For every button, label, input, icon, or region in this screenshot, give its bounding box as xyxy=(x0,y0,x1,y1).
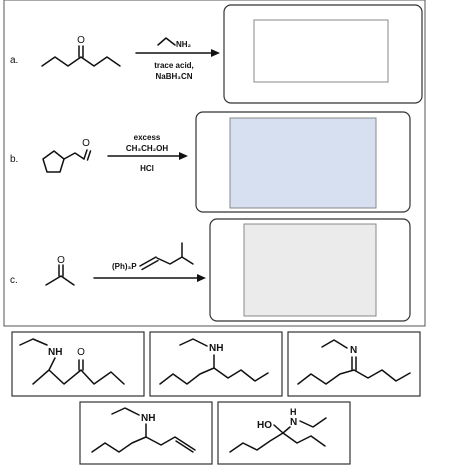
answer-choice-5[interactable]: HO H N xyxy=(217,401,351,465)
reaction-b-drop-inner xyxy=(229,117,377,209)
answer-choice-3[interactable]: N xyxy=(287,331,421,397)
answer-3-n-label: N xyxy=(350,345,357,356)
reaction-c-arrowhead xyxy=(197,274,206,282)
reaction-a-substrate: O xyxy=(41,35,121,67)
reaction-b-oxygen-label: O xyxy=(82,138,90,149)
answer-2-nh-label: NH xyxy=(209,343,223,354)
reaction-a-reagent-line2: NaBH₃CN xyxy=(155,72,192,81)
reaction-b-reagent-line1: excess xyxy=(134,133,161,142)
reaction-c-ylide-label: (Ph)₃P xyxy=(112,262,137,271)
reaction-c-oxygen-label: O xyxy=(57,255,65,266)
reaction-a-oxygen-label: O xyxy=(77,35,85,46)
reaction-a-product-drop-zone[interactable] xyxy=(223,4,423,104)
reaction-a-letter: a. xyxy=(10,55,18,66)
answer-5-h-label: H xyxy=(290,407,297,417)
reaction-b-arrowhead xyxy=(179,152,188,160)
reaction-a-reagent-line1: trace acid, xyxy=(154,61,194,70)
reaction-a-amine-label: NH₂ xyxy=(176,40,192,49)
reaction-b-letter: b. xyxy=(10,154,18,165)
answer-choice-2[interactable]: NH xyxy=(149,331,283,397)
answer-4-nh-label: NH xyxy=(141,413,155,424)
reaction-b-reagents: excess CH₃CH₂OH HCl xyxy=(107,133,188,173)
answer-1-o-label: O xyxy=(77,347,85,358)
reaction-c-drop-inner xyxy=(243,223,377,317)
reaction-b-reagent-line3: HCl xyxy=(140,164,154,173)
answer-5-n-label: N xyxy=(290,417,297,428)
reaction-c-reagents: (Ph)₃P xyxy=(93,242,206,282)
reaction-a-arrowhead xyxy=(211,49,220,57)
reaction-b-product-drop-zone[interactable] xyxy=(195,111,411,213)
reaction-c-product-drop-zone[interactable] xyxy=(209,218,411,322)
answer-choice-4[interactable]: NH xyxy=(79,401,213,465)
reaction-c-letter: c. xyxy=(10,275,18,286)
answer-1-nh-label: NH xyxy=(48,347,62,358)
answer-choice-1[interactable]: NH O xyxy=(11,331,145,397)
reaction-b-reagent-line2: CH₃CH₂OH xyxy=(126,144,169,153)
reaction-a-reagents: NH₂ trace acid, NaBH₃CN xyxy=(135,37,220,81)
reaction-a-drop-inner xyxy=(253,19,389,83)
reaction-b-substrate: O xyxy=(42,138,92,173)
reaction-c-substrate: O xyxy=(45,255,75,286)
answer-5-ho-label: HO xyxy=(257,420,272,431)
